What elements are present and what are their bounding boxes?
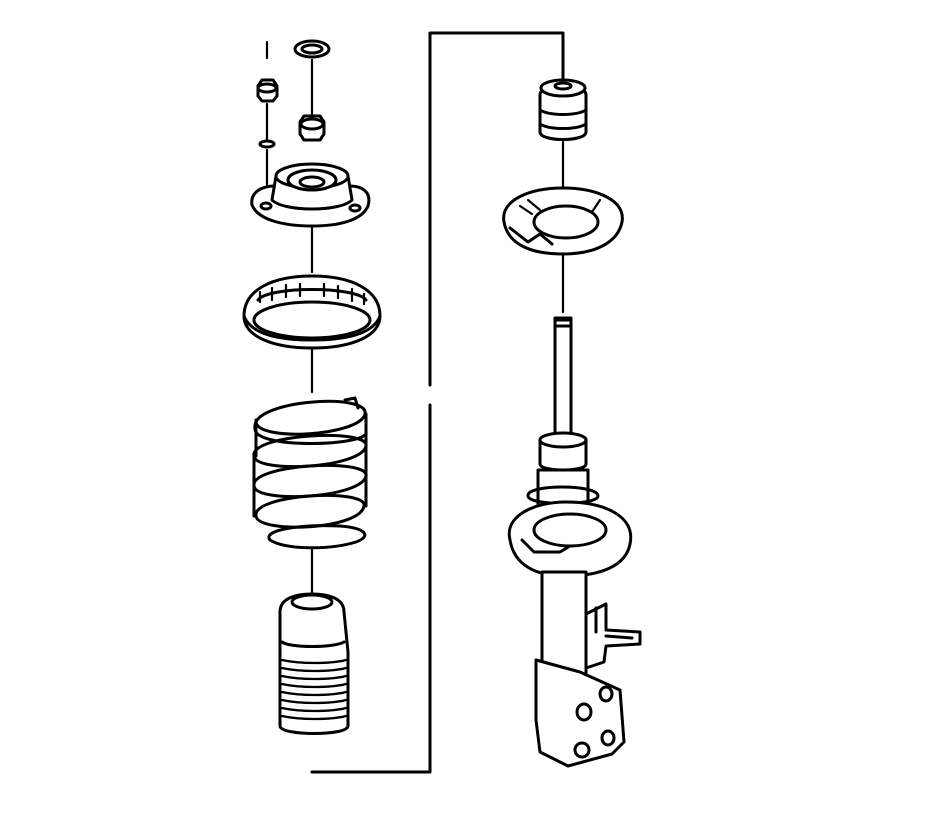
strut-mount-nut — [298, 114, 326, 142]
strut-cap — [293, 39, 331, 59]
jounce-bumper — [538, 78, 588, 141]
strut-assembly — [507, 316, 642, 768]
dust-boot — [278, 592, 350, 735]
assembly-connector-line — [310, 31, 565, 774]
coil-spring — [252, 396, 368, 550]
spring-insulator — [502, 186, 624, 256]
upper-spring-seat — [242, 274, 382, 350]
strut-mount — [250, 162, 371, 228]
upper-nut — [256, 78, 279, 149]
